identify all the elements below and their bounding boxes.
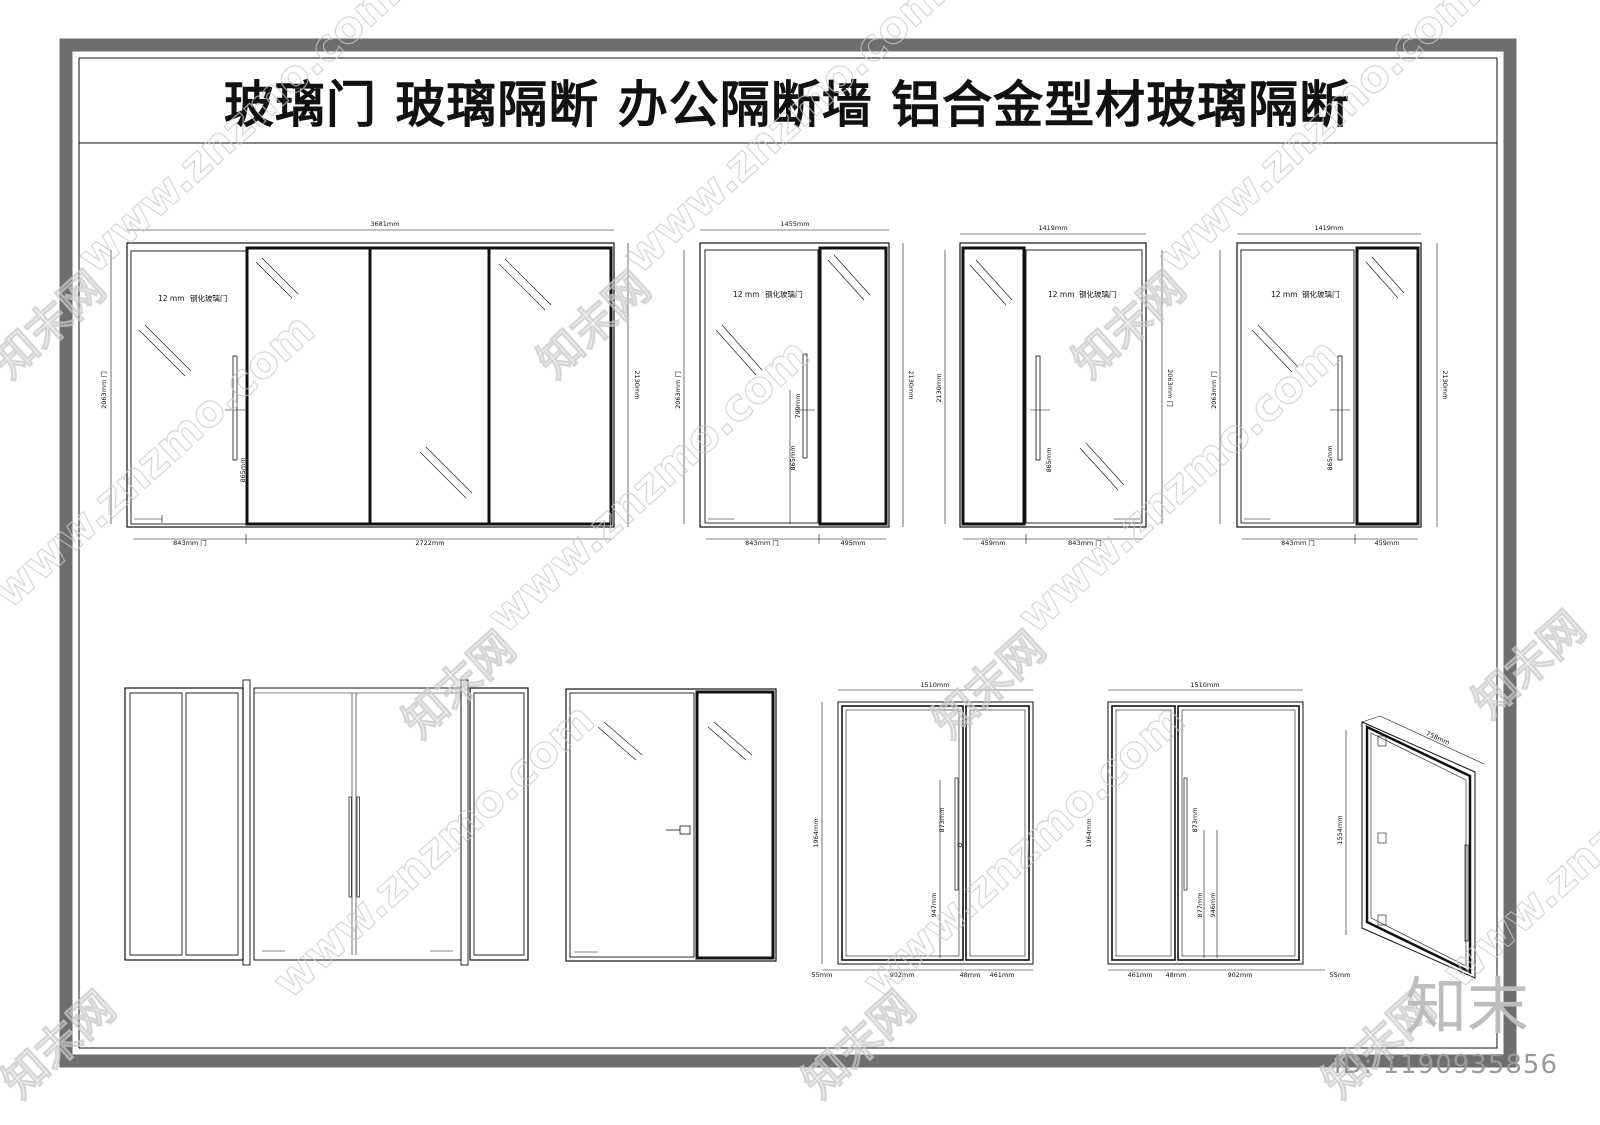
elev1-handle-height-dim: 865mm (239, 457, 247, 482)
elev1-height-left-dim: 2063mm 门 (99, 371, 108, 409)
watermark-cn-1: 知末网 (0, 262, 115, 388)
elev2-handle-height-dim: 865mm (789, 445, 797, 470)
elev7-height-dim: 1964mm (812, 818, 820, 847)
elev3-glass-label: 钢化玻璃门 (1079, 289, 1117, 299)
elevation-1 (110, 229, 629, 544)
elev2-glass-thickness: 12 mm (733, 290, 760, 299)
elev3-height-left-dim: 2130mm (935, 373, 943, 402)
elev1-door-dim: 843mm 门 (173, 538, 207, 547)
elev1-glass-label: 钢化玻璃门 (190, 293, 228, 303)
elev4-width-dim: 1419mm (1314, 224, 1343, 232)
elev7-door-dim: 902mm (889, 971, 914, 979)
elev8-mullion-dim: 48mm (1166, 971, 1187, 979)
watermark-cn-6: 知末网 (1463, 602, 1595, 728)
elev3-door-dim: 843mm 门 (1068, 538, 1102, 547)
sheet-title: 玻璃门 玻璃隔断 办公隔断墙 铝合金型材玻璃隔断 (224, 76, 1350, 134)
elev2-height-right-dim: 2130mm (907, 370, 915, 399)
elev2-handle-len-dim: 799mm (794, 393, 802, 418)
elev8-handle-height-a-dim: 877mm (1196, 892, 1204, 917)
elev4-glass-thickness: 12 mm (1271, 290, 1298, 299)
elev2-glass-label: 钢化玻璃门 (765, 289, 803, 299)
elev4-handle-height-dim: 865mm (1326, 445, 1334, 470)
elev1-width-dim: 3681mm (370, 220, 399, 228)
elev3-handle-height-dim: 865mm (1045, 447, 1053, 472)
elev2-width-dim: 1455mm (780, 220, 809, 228)
elev3-height-right-dim: 2063mm 门 (1166, 369, 1175, 407)
elev2-fixed-dim: 495mm (840, 539, 865, 547)
elev3-glass-thickness: 12 mm (1048, 290, 1075, 299)
elev4-fixed-dim: 459mm (1374, 539, 1399, 547)
elev3-fixed-dim: 459mm (980, 539, 1005, 547)
elev7-handle-len-dim: 873mm (938, 807, 946, 832)
elev8-edge-dim: 55mm (1330, 971, 1351, 979)
elev7-handle-height-dim: 947mm (930, 892, 938, 917)
elevation-4 (1219, 233, 1438, 544)
watermark-logo: 知末 (1405, 970, 1529, 1043)
elev4-door-dim: 843mm 门 (1281, 538, 1315, 547)
watermark-url-5: www.znzmo.com (478, 329, 819, 643)
elev2-height-left-dim: 2063mm 门 (673, 371, 682, 409)
elev4-height-left-dim: 2063mm 门 (1209, 371, 1218, 409)
elev8-fixed-dim: 461mm (1127, 971, 1152, 979)
elevation-6 (565, 688, 777, 962)
elev1-glass-thickness: 12 mm (158, 294, 185, 303)
watermark-cn-3: 知末网 (1063, 262, 1195, 388)
elevation-3 (944, 233, 1163, 544)
elev7-mullion-dim: 48mm (960, 971, 981, 979)
watermark-cn-2: 知末网 (528, 262, 660, 388)
elev7-edge-dim: 55mm (812, 971, 833, 979)
image-id-label: ID: 1190935856 (1334, 1050, 1558, 1080)
elevation-5 (124, 679, 529, 966)
sheet-frame (59, 38, 1517, 1068)
elev8-door-dim: 902mm (1227, 971, 1252, 979)
watermark-url-6: www.znzmo.com (1008, 329, 1349, 643)
elevation-2 (683, 229, 904, 544)
elevation-7 (821, 689, 1034, 971)
elev7-width-dim: 1510mm (920, 681, 949, 689)
elev7-fixed-dim: 461mm (989, 971, 1014, 979)
elev4-glass-label: 钢化玻璃门 (1302, 289, 1340, 299)
watermark-cn-7: 知末网 (793, 982, 925, 1108)
elev8-handle-height-b-dim: 946mm (1209, 892, 1217, 917)
watermark-url-9: www.znzmo.com (853, 694, 1194, 1008)
elev8-width-dim: 1510mm (1190, 681, 1219, 689)
elev8-handle-len-dim: 873mm (1191, 807, 1199, 832)
elev9-width-dim: 758mm (1425, 729, 1451, 747)
elevation-8 (1107, 689, 1325, 971)
elev3-width-dim: 1419mm (1038, 224, 1067, 232)
elev1-height-right-dim: 2130mm (633, 370, 641, 399)
watermark-cn-4: 知末网 (393, 622, 525, 748)
elev9-height-dim: 1554mm (1336, 815, 1344, 844)
elev1-fixed-dim: 2722mm (415, 539, 444, 547)
elev4-height-right-dim: 2130mm (1441, 370, 1449, 399)
watermark-url-7: www.znzmo.com (1433, 684, 1600, 998)
elev8-height-dim: 1964mm (1085, 818, 1093, 847)
elev2-door-dim: 843mm 门 (745, 538, 779, 547)
elevation-9 (1345, 715, 1485, 979)
